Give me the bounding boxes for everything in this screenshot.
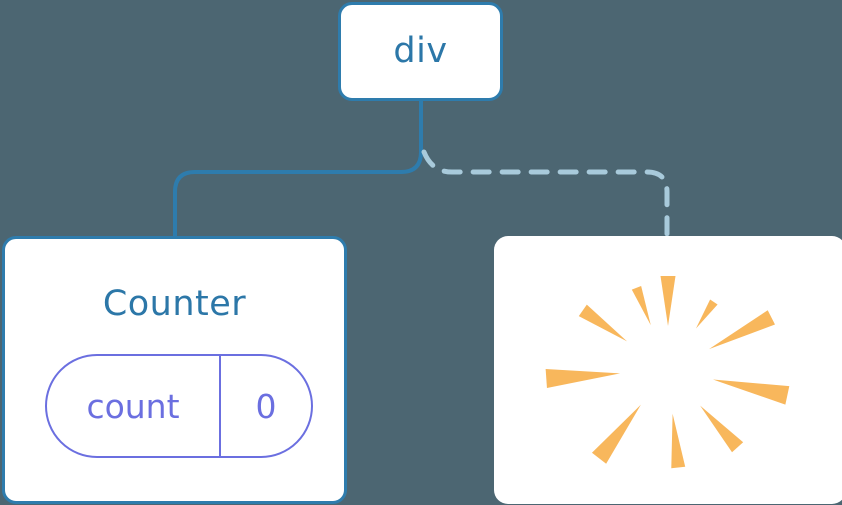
node-div-label: div: [393, 31, 448, 71]
node-burst[interactable]: [494, 236, 842, 504]
node-div[interactable]: div: [338, 2, 503, 101]
burst-ray-8: [545, 369, 621, 388]
burst-ray-1: [660, 276, 676, 326]
node-counter[interactable]: Counter count 0: [2, 236, 347, 504]
burst-ray-9: [578, 304, 628, 342]
burst-ray-2: [695, 299, 718, 329]
burst-ray-7: [591, 404, 641, 464]
burst-ray-5: [700, 405, 744, 453]
burst-ray-4: [712, 379, 790, 405]
edge-div-to-counter: [173, 99, 423, 238]
edge-div-to-burst: [421, 149, 670, 239]
state-pill-value: 0: [255, 386, 277, 426]
burst-icon: [545, 276, 790, 469]
burst-ray-10: [631, 286, 651, 326]
burst-ray-3: [708, 310, 775, 350]
state-pill-key: count: [47, 356, 221, 456]
burst-ray-6: [671, 413, 686, 469]
node-counter-label: Counter: [102, 284, 247, 324]
state-pill-count[interactable]: count 0: [45, 354, 313, 458]
